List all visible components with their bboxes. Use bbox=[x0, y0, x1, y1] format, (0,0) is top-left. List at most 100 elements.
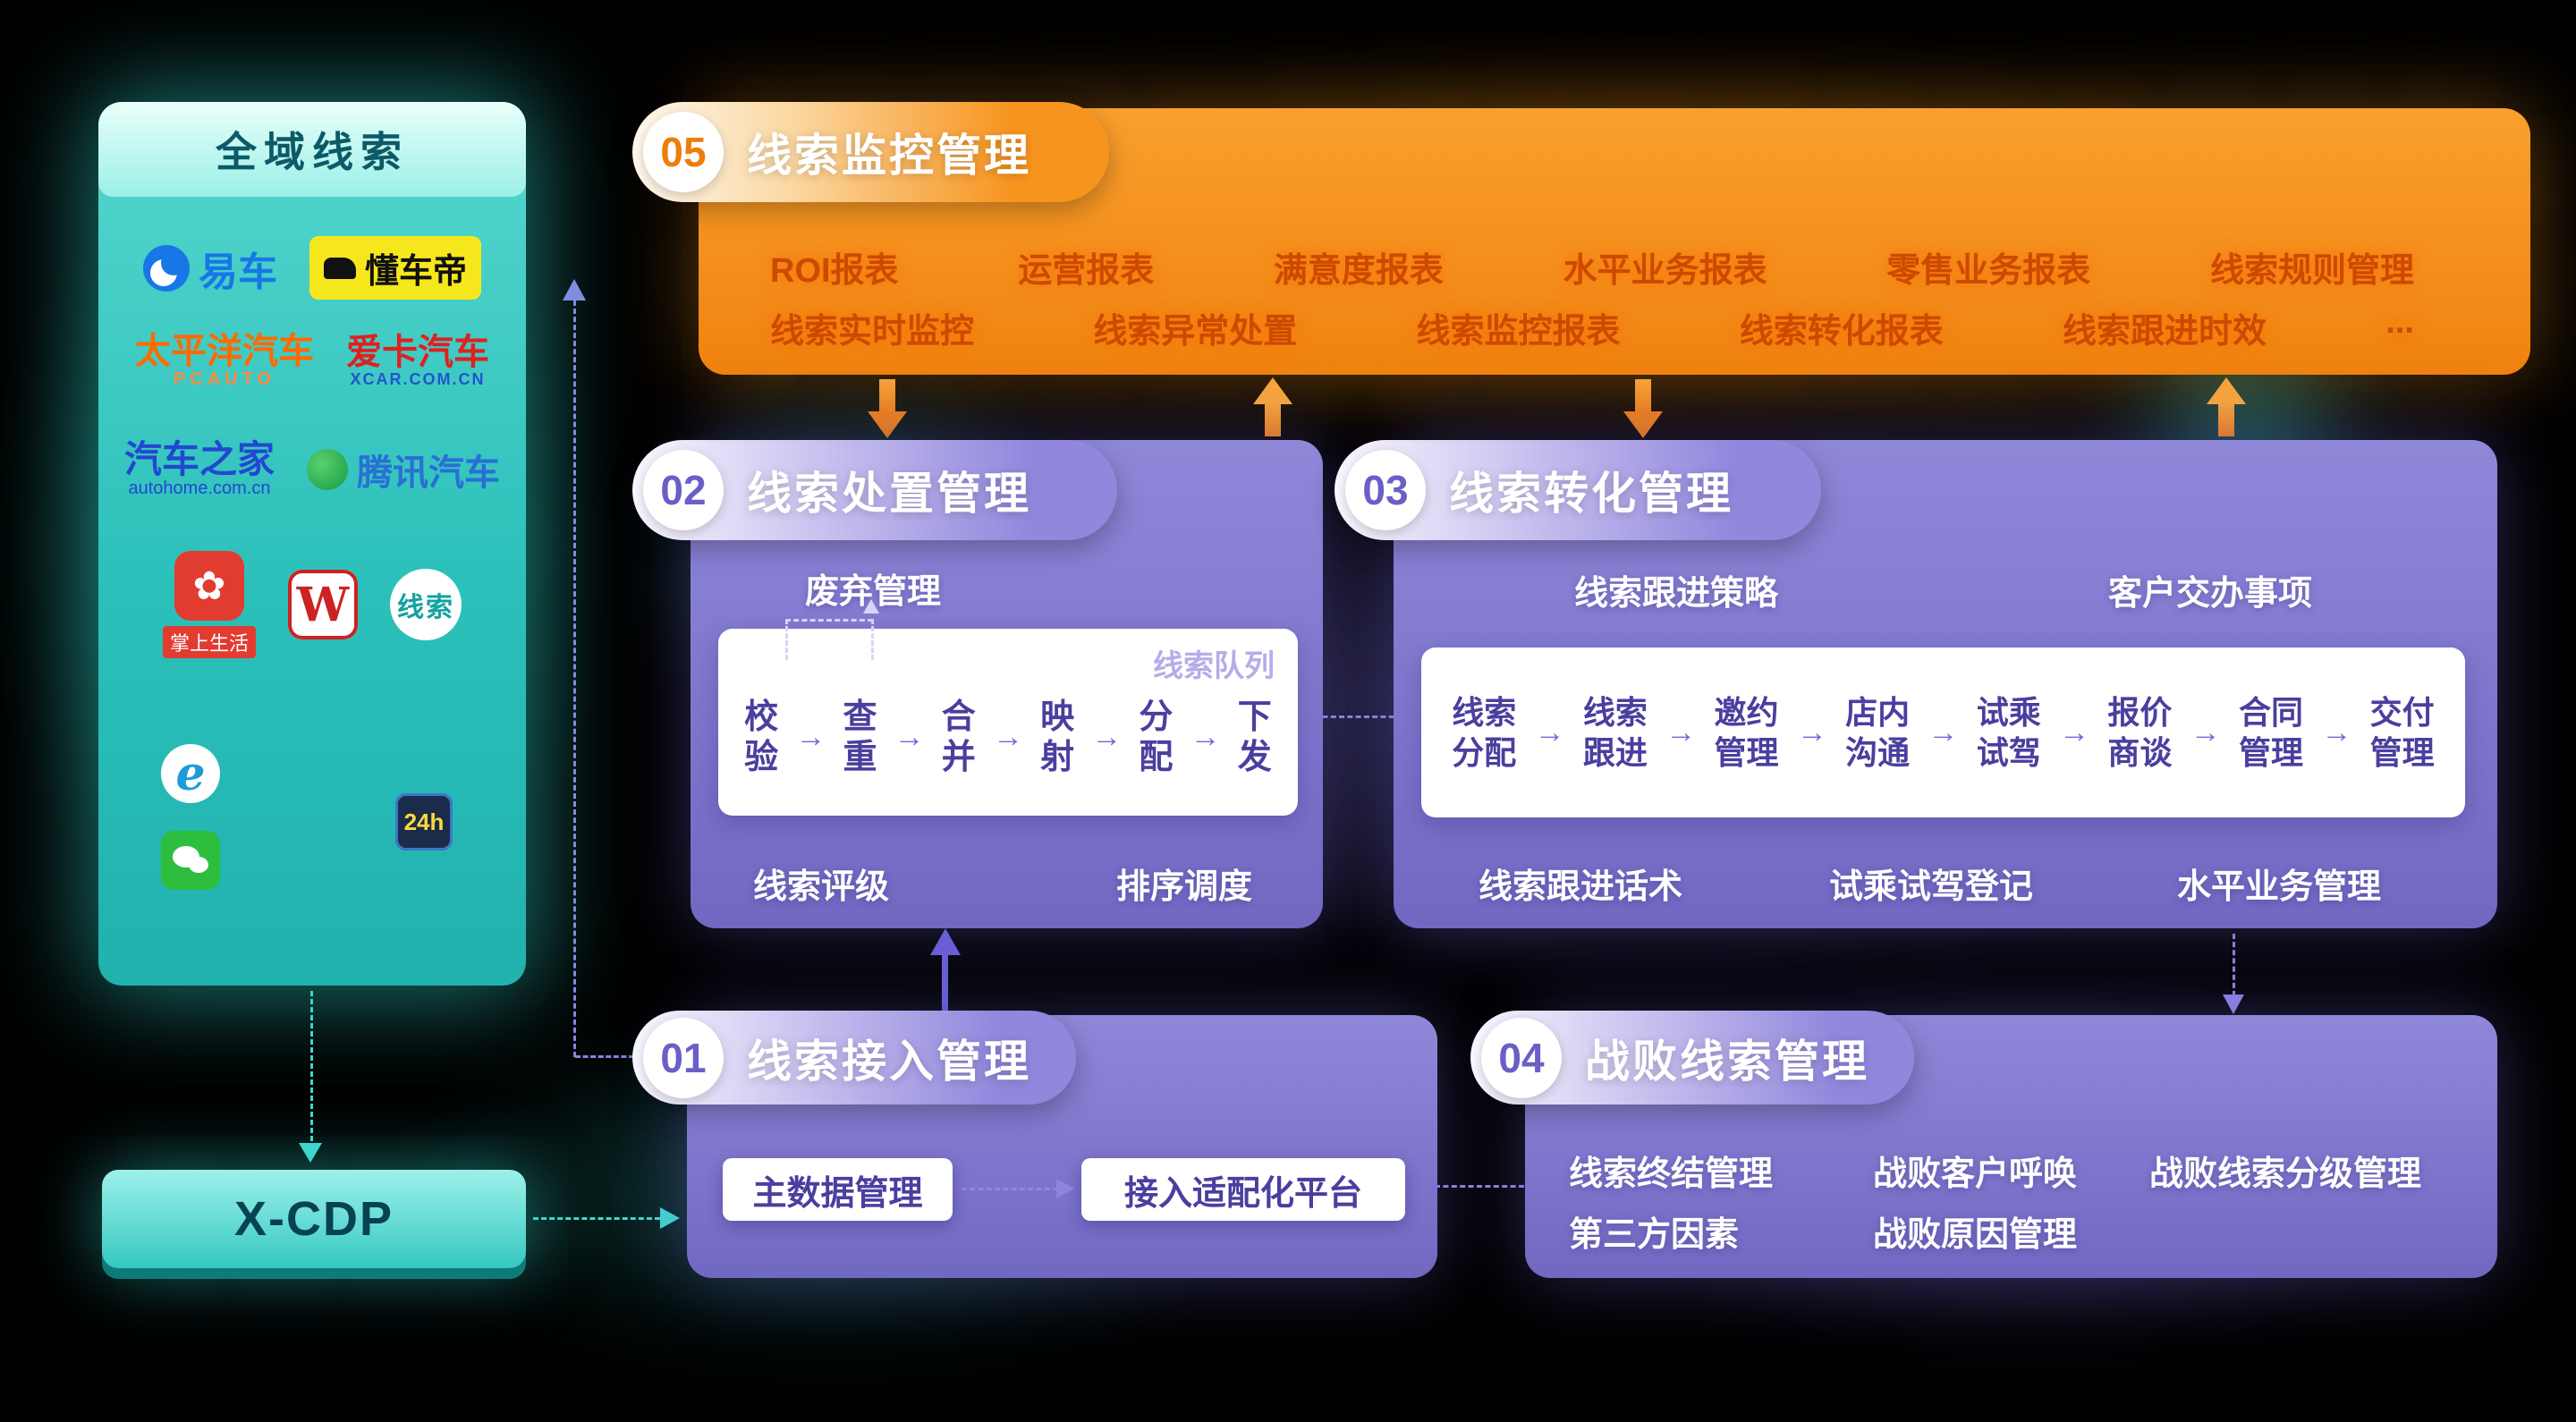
defeat-title: 战败线索管理 bbox=[1585, 1036, 1869, 1087]
arrow-right-icon: → bbox=[894, 720, 925, 754]
monitor-item: ROI报表 bbox=[770, 252, 899, 290]
horizontal-business-label: 水平业务管理 bbox=[2176, 868, 2381, 906]
module-number-badge: 02 bbox=[643, 450, 724, 530]
logo-row-3: 汽车之家 autohome.com.cn 腾讯汽车 bbox=[98, 438, 526, 499]
lead-access-box: 01 线索接入管理 主数据管理 接入适配化平台 bbox=[632, 1011, 1437, 1278]
defeat-title-pill: 04 战败线索管理 bbox=[1470, 1011, 1914, 1105]
lead-queue-box: 线索队列 校验 → 查重 → 合并 → 映射 → 分配 → 下发 bbox=[718, 629, 1298, 816]
lead-monitor-box: ROI报表 运营报表 满意度报表 水平业务报表 零售业务报表 线索规则管理 线索… bbox=[632, 102, 2530, 375]
logo-row-1: 易车 懂车帝 bbox=[98, 236, 526, 300]
step-quote: 报价商谈 bbox=[2107, 694, 2173, 771]
access-to-monitor-line bbox=[573, 300, 576, 1057]
discard-bracket-line bbox=[871, 619, 874, 660]
monitor-item: 线索监控报表 bbox=[1416, 313, 1621, 351]
dispose-title-pill: 02 线索处置管理 bbox=[632, 440, 1117, 540]
defeat-grading-label: 战败线索分级管理 bbox=[2149, 1155, 2422, 1193]
logo-row-4: ✿ 掌上生活 W 线索 bbox=[98, 551, 526, 658]
dongchedi-label: 懂车帝 bbox=[364, 253, 467, 291]
convert-steps: 线索分配 → 线索跟进 → 邀约管理 → 店内沟通 → 试乘试驾 → 报价商谈 … bbox=[1434, 648, 2453, 817]
tencent-auto-label: 腾讯汽车 bbox=[357, 453, 500, 493]
arrow-up-icon bbox=[2207, 377, 2246, 404]
step-map: 映射 bbox=[1040, 698, 1075, 776]
omni-leads-header: 全域线索 bbox=[98, 102, 526, 197]
xcar-label: 爱卡汽车 bbox=[346, 333, 489, 373]
arrow-up-icon bbox=[1253, 377, 1292, 404]
yiche-logo: 易车 bbox=[142, 240, 277, 297]
tencent-auto-icon bbox=[307, 448, 348, 490]
monitor-title-pill: 05 线索监控管理 bbox=[632, 102, 1109, 202]
arrow-right-icon: → bbox=[1534, 715, 1565, 749]
leads-circle-icon: 线索 bbox=[390, 569, 462, 640]
step-delivery: 交付管理 bbox=[2369, 694, 2435, 771]
module-number-badge: 03 bbox=[1345, 450, 1426, 530]
monitor-title: 线索监控管理 bbox=[747, 131, 1031, 181]
followup-script-label: 线索跟进话术 bbox=[1478, 868, 1682, 906]
step-lead-assign: 线索分配 bbox=[1452, 694, 1517, 771]
arrow-right-icon: → bbox=[2321, 715, 2352, 749]
zhangshang-label: 掌上生活 bbox=[162, 626, 256, 658]
zhangshang-logo: ✿ 掌上生活 bbox=[162, 551, 256, 658]
arrow-down-icon bbox=[1623, 411, 1663, 438]
access-internal-line bbox=[962, 1188, 1058, 1190]
step-invite: 邀约管理 bbox=[1714, 694, 1779, 771]
cdp-to-access-line bbox=[533, 1217, 660, 1220]
monitor-item: 满意度报表 bbox=[1273, 252, 1444, 290]
step-lead-followup: 线索跟进 bbox=[1582, 694, 1648, 771]
discard-bracket-line bbox=[785, 619, 873, 622]
arrow-right-icon: → bbox=[992, 720, 1023, 754]
w-app-icon: W bbox=[288, 570, 358, 639]
autohome-logo: 汽车之家 autohome.com.cn bbox=[123, 438, 275, 499]
monitor-item: 零售业务报表 bbox=[1886, 252, 2091, 290]
monitor-item: 线索实时监控 bbox=[770, 313, 975, 351]
arrow-down-icon bbox=[868, 411, 907, 438]
autohome-label: 汽车之家 bbox=[123, 438, 275, 480]
arrow-right-icon: → bbox=[1928, 715, 1959, 749]
access-to-dispose-stem bbox=[942, 955, 948, 1012]
arrow-right-icon: → bbox=[1796, 715, 1827, 749]
convert-title-pill: 03 线索转化管理 bbox=[1335, 440, 1821, 540]
wechat-icon bbox=[161, 831, 220, 890]
orange-arrow-shaft bbox=[2218, 402, 2234, 436]
xcdp-label: X-CDP bbox=[233, 1192, 394, 1246]
access-to-monitor-line bbox=[575, 1055, 634, 1058]
logo-row-2: 太平洋汽车 PCAUTO 爱卡汽车 XCAR.COM.CN bbox=[98, 333, 526, 389]
pcauto-label: 太平洋汽车 bbox=[135, 332, 314, 371]
tencent-auto-logo: 腾讯汽车 bbox=[307, 444, 500, 495]
monitor-item: 运营报表 bbox=[1018, 252, 1155, 290]
autohome-sublabel: autohome.com.cn bbox=[128, 478, 271, 499]
orange-arrow-shaft bbox=[1635, 379, 1651, 413]
monitor-item: 线索规则管理 bbox=[2209, 252, 2414, 290]
monitor-item: 线索转化报表 bbox=[1739, 313, 1944, 351]
arrow-down-icon bbox=[2223, 995, 2244, 1014]
step-testdrive: 试乘试驾 bbox=[1976, 694, 2041, 771]
convert-title: 线索转化管理 bbox=[1449, 469, 1733, 519]
module-number-badge: 05 bbox=[643, 112, 724, 192]
lead-rating-label: 线索评级 bbox=[752, 868, 889, 906]
arrow-right-icon bbox=[660, 1207, 680, 1229]
monitor-item: 线索异常处置 bbox=[1093, 313, 1298, 351]
step-contract: 合同管理 bbox=[2239, 694, 2304, 771]
omni-leads-panel: 全域线索 易车 懂车帝 太平洋汽车 PCAUTO 爱卡汽车 XCAR.COM.C… bbox=[98, 102, 526, 986]
arrow-right-icon: → bbox=[1665, 715, 1697, 749]
arrow-right-icon: → bbox=[1091, 720, 1123, 754]
orange-arrow-shaft bbox=[879, 379, 895, 413]
third-party-factor-label: 第三方因素 bbox=[1569, 1216, 1740, 1254]
service-24h-icon: 24h bbox=[395, 793, 453, 851]
monitor-row-1: ROI报表 运营报表 满意度报表 水平业务报表 零售业务报表 线索规则管理 bbox=[770, 242, 2414, 292]
step-dispatch: 下发 bbox=[1237, 698, 1272, 776]
lead-dispose-box: 02 线索处置管理 废弃管理 线索队列 校验 → 查重 → 合并 → 映射 → … bbox=[632, 440, 1323, 928]
dispose-to-convert-line bbox=[1306, 715, 1402, 718]
dongchedi-car-icon bbox=[323, 257, 356, 279]
defeat-lead-box: 04 战败线索管理 线索终结管理 战败客户呼唤 战败线索分级管理 第三方因素 战… bbox=[1470, 1011, 2497, 1278]
customer-tasks-label: 客户交办事项 bbox=[2107, 575, 2312, 613]
defeat-to-access-line bbox=[1435, 1185, 1524, 1188]
step-instore: 店内沟通 bbox=[1845, 694, 1911, 771]
dispose-steps: 校验 → 查重 → 合并 → 映射 → 分配 → 下发 bbox=[727, 670, 1289, 805]
arrow-up-icon bbox=[930, 928, 961, 955]
panel-to-cdp-line bbox=[310, 991, 313, 1141]
convert-steps-box: 线索分配 → 线索跟进 → 邀约管理 → 店内沟通 → 试乘试驾 → 报价商谈 … bbox=[1421, 648, 2465, 817]
master-data-button: 主数据管理 bbox=[723, 1158, 953, 1221]
sort-scheduling-label: 排序调度 bbox=[1115, 868, 1252, 906]
wechat-bubbles-icon bbox=[173, 846, 208, 873]
